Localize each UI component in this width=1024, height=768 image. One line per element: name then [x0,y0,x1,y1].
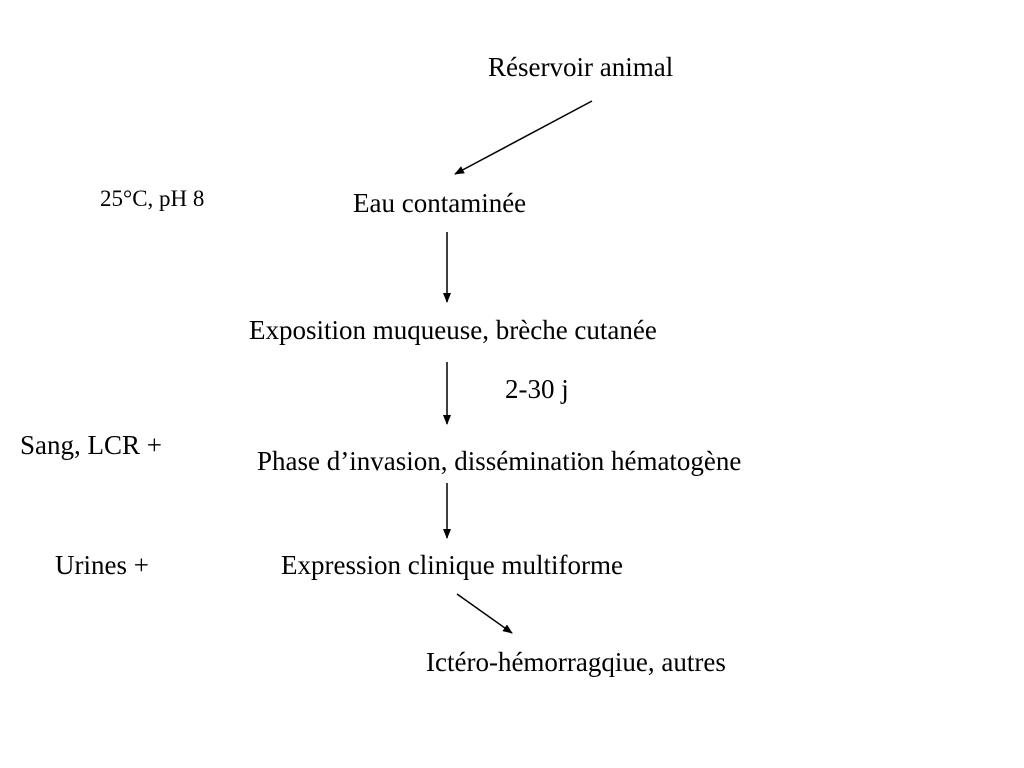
node-reservoir: Réservoir animal [488,52,674,82]
annotation-incubation: 2-30 j [505,374,569,404]
annotation-urine: Urines + [55,550,149,580]
node-water: Eau contaminée [353,188,527,218]
arrow-clinical-to-outcome [456,593,513,634]
stray-mark: · [575,440,584,469]
node-clinical: Expression clinique multiforme [281,550,623,580]
node-outcome: Ictéro-hémorragqiue, autres [426,647,726,677]
arrow-reservoir-to-water [454,100,593,175]
node-invasion: Phase d’invasion, dissémination hématogè… [257,446,742,476]
annotation-water-conditions: 25°C, pH 8 [100,186,205,211]
node-exposure: Exposition muqueuse, brèche cutanée [249,315,657,345]
annotation-blood-csf: Sang, LCR + [20,430,162,460]
